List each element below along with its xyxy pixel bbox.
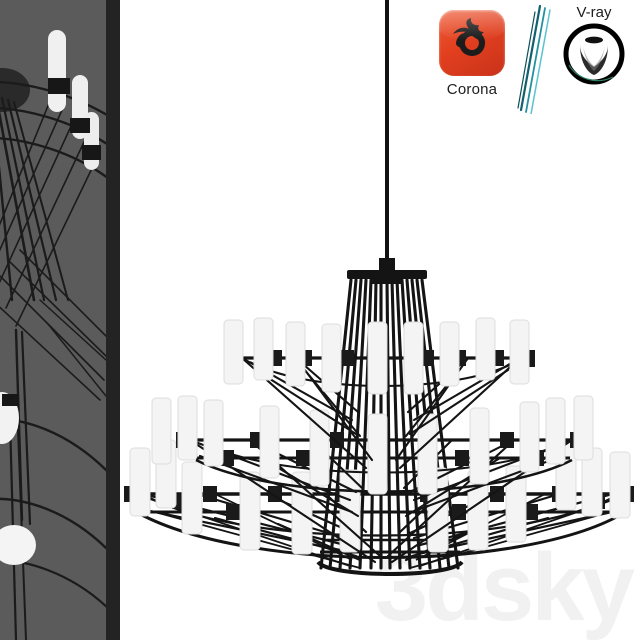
detail-preview-image <box>0 0 106 640</box>
corona-mark <box>453 18 486 56</box>
vray-badge: V-ray <box>554 4 634 85</box>
preview-shade-group <box>0 30 101 565</box>
corona-badge: Corona <box>430 10 514 98</box>
renderer-badges: Corona V-ray <box>430 2 636 115</box>
detail-preview-panel <box>0 0 106 640</box>
product-render <box>120 0 640 640</box>
chandelier-illustration <box>124 0 634 576</box>
icon-gloss <box>439 10 505 41</box>
teal-stripes-icon <box>514 2 554 115</box>
corona-renderer-icon <box>439 10 505 76</box>
corona-label: Corona <box>446 81 498 98</box>
upper-tier <box>223 317 535 470</box>
vray-renderer-icon <box>563 23 625 85</box>
lower-tier <box>124 439 634 569</box>
upper-tier-shades <box>223 317 530 395</box>
vray-label: V-ray <box>576 4 612 21</box>
panel-divider <box>106 0 120 640</box>
